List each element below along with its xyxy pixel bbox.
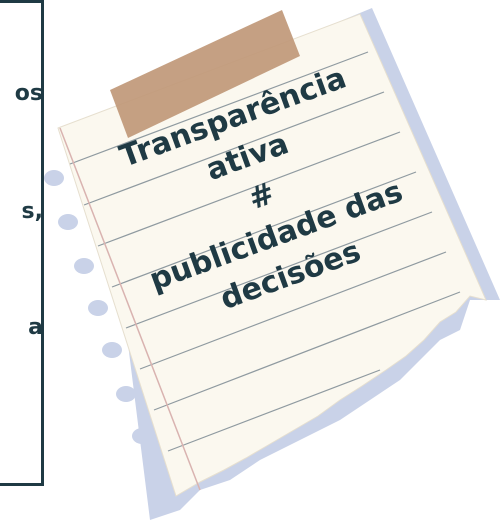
side-text-panel: os s, a	[0, 0, 44, 486]
binder-holes	[44, 170, 152, 444]
margin-line	[59, 127, 201, 491]
side-text-fragment: a	[28, 315, 43, 340]
ruled-lines	[69, 51, 461, 452]
tape	[110, 10, 300, 138]
note-paper	[57, 13, 487, 497]
side-text-fragment: os	[14, 81, 43, 106]
side-text-fragment: s,	[21, 199, 43, 224]
